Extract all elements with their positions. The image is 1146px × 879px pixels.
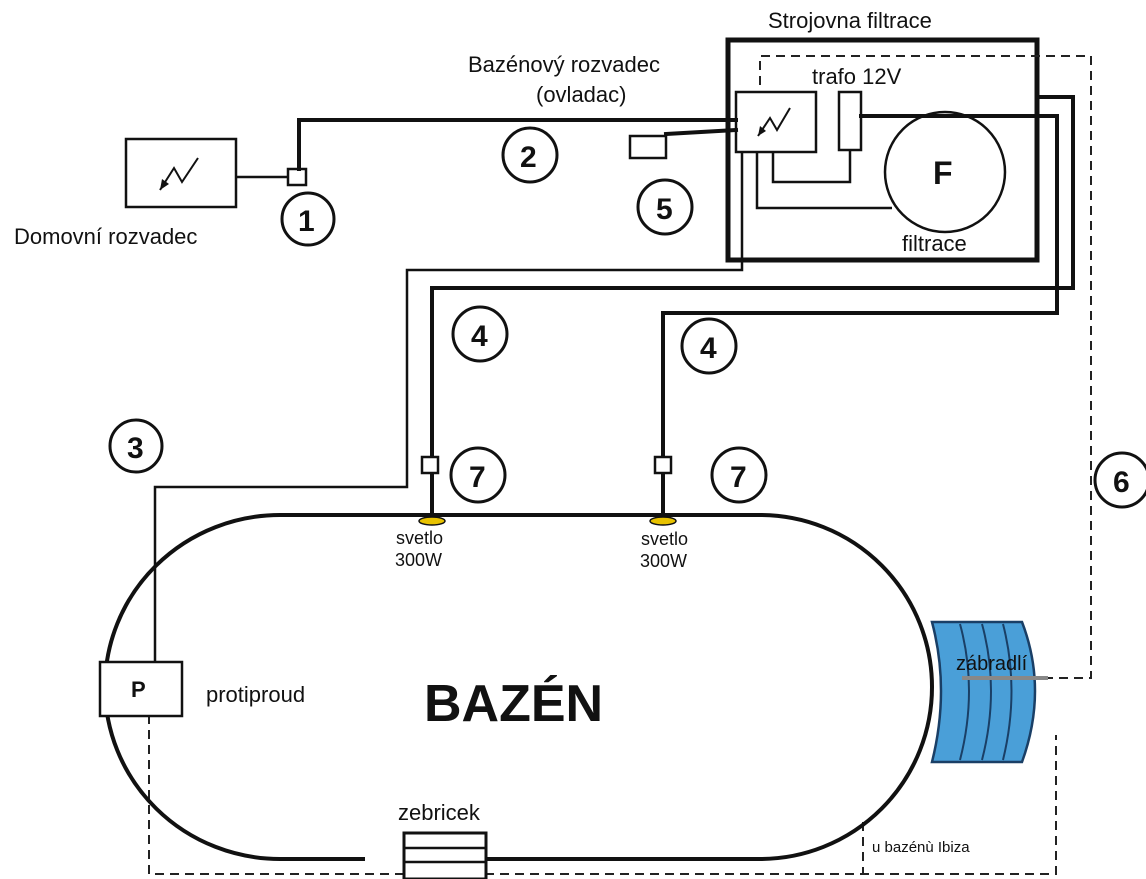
filter-letter: F bbox=[933, 155, 953, 191]
counter-current-pump-box bbox=[98, 660, 184, 718]
wire-3 bbox=[153, 152, 744, 662]
machine-room-title: Strojovna filtrace bbox=[768, 8, 932, 33]
pool-switchboard-sublabel: (ovladac) bbox=[536, 82, 626, 107]
light-left-power: 300W bbox=[395, 550, 442, 570]
control-unit-5-box bbox=[628, 134, 668, 160]
wire-4-left bbox=[430, 95, 1075, 514]
junction-box-7-left bbox=[420, 455, 440, 475]
light-right-power: 300W bbox=[640, 551, 687, 571]
lightning-bolt-icon bbox=[159, 157, 199, 191]
marker-2: 2 bbox=[501, 126, 559, 184]
railing-icon bbox=[930, 620, 1048, 764]
marker-7-right: 7 bbox=[710, 446, 768, 504]
svg-text:3: 3 bbox=[127, 432, 144, 465]
junction-box-7-right bbox=[653, 455, 673, 475]
control-unit-5-wire bbox=[663, 127, 739, 137]
bonding-wire-6 bbox=[759, 55, 1092, 679]
railing-label: zábradlí bbox=[956, 653, 1028, 675]
svg-text:4: 4 bbox=[700, 332, 717, 365]
ladder-icon bbox=[402, 831, 488, 879]
marker-4-right: 4 bbox=[680, 317, 738, 375]
pump-letter: P bbox=[131, 677, 146, 702]
house-switchboard-label: Domovní rozvadec bbox=[14, 224, 197, 249]
light-right-label: svetlo bbox=[641, 529, 688, 549]
ladder-label: zebricek bbox=[398, 800, 481, 825]
filter-pump-icon bbox=[883, 110, 1007, 234]
svg-text:2: 2 bbox=[520, 141, 537, 174]
light-fixture-right bbox=[649, 516, 677, 526]
marker-5: 5 bbox=[636, 178, 694, 236]
marker-6: 6 bbox=[1093, 451, 1146, 509]
house-switchboard-box bbox=[124, 137, 238, 209]
svg-text:7: 7 bbox=[469, 461, 486, 494]
switchboard-filter-wire bbox=[755, 152, 892, 210]
marker-3: 3 bbox=[108, 418, 164, 474]
wire-4-right bbox=[661, 114, 1059, 514]
marker-4-left: 4 bbox=[451, 305, 509, 363]
transformer-label: trafo 12V bbox=[812, 64, 902, 89]
transformer-box bbox=[837, 90, 863, 152]
ibiza-note: u bazénù Ibiza bbox=[872, 839, 970, 856]
svg-text:1: 1 bbox=[298, 205, 315, 238]
machine-room-box bbox=[725, 37, 1040, 263]
pool-switchboard-label: Bazénový rozvadec bbox=[468, 52, 660, 77]
junction-box-1 bbox=[286, 167, 308, 187]
filter-label: filtrace bbox=[902, 231, 967, 256]
switchboard-transformer-wire bbox=[771, 150, 852, 184]
marker-1: 1 bbox=[280, 191, 336, 247]
marker-7-left: 7 bbox=[449, 446, 507, 504]
light-left-label: svetlo bbox=[396, 528, 443, 548]
wire-2 bbox=[297, 118, 738, 171]
svg-text:5: 5 bbox=[656, 193, 673, 226]
pool-switchboard-box bbox=[734, 90, 818, 154]
svg-text:6: 6 bbox=[1113, 466, 1130, 499]
counter-current-label: protiproud bbox=[206, 682, 305, 707]
svg-text:4: 4 bbox=[471, 320, 488, 353]
lightning-bolt-icon bbox=[757, 107, 791, 137]
light-fixture-left bbox=[418, 516, 446, 526]
pool-title: BAZÉN bbox=[424, 675, 603, 733]
svg-text:7: 7 bbox=[730, 461, 747, 494]
